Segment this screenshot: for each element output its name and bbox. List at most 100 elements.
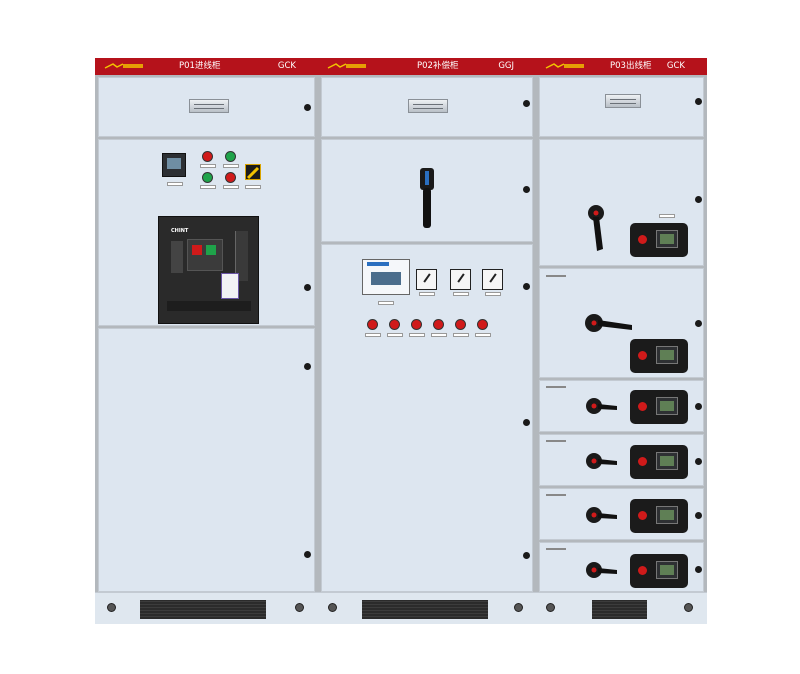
breaker-controller	[171, 241, 183, 273]
screw-icon	[684, 603, 693, 612]
door-outgoing-4[interactable]	[539, 434, 704, 486]
warning-sign-icon	[245, 164, 261, 180]
door-knob-icon[interactable]	[695, 458, 702, 465]
indicator-lamp-icon	[226, 152, 235, 161]
lamp-tag	[453, 333, 469, 337]
unit-label	[546, 494, 566, 496]
unit-label	[546, 386, 566, 388]
brand-logo-icon	[104, 63, 143, 69]
motor-protector	[630, 445, 688, 479]
door-compensation[interactable]	[321, 244, 533, 592]
close-button[interactable]	[206, 245, 216, 255]
door-knob-icon[interactable]	[523, 283, 530, 290]
breaker-rails	[235, 231, 248, 281]
indicator-lamp-icon	[434, 320, 443, 329]
motor-protector	[630, 390, 688, 424]
rotary-handle-icon[interactable]	[584, 395, 618, 417]
screw-icon	[107, 603, 116, 612]
panel-p03: P03出线柜 GCK	[536, 58, 707, 624]
indicator-lamp-icon	[203, 173, 212, 182]
screw-icon	[546, 603, 555, 612]
door-knob-icon[interactable]	[304, 104, 311, 111]
plinth	[95, 592, 318, 624]
nameplate	[189, 99, 229, 113]
panel-header: P03出线柜 GCK	[536, 58, 707, 75]
door-outgoing-2[interactable]	[539, 268, 704, 378]
door-knob-icon[interactable]	[523, 100, 530, 107]
door-knob-icon[interactable]	[523, 186, 530, 193]
unit-label	[546, 548, 566, 550]
controller-tag	[378, 301, 394, 305]
door-outgoing-5[interactable]	[539, 488, 704, 540]
trip-button[interactable]	[192, 245, 202, 255]
motor-protector	[630, 499, 688, 533]
door-top[interactable]	[98, 77, 315, 137]
power-meter	[162, 153, 186, 177]
door-knob-icon[interactable]	[695, 512, 702, 519]
vent-grille	[140, 600, 266, 619]
door-outgoing-1[interactable]	[539, 139, 704, 266]
door-knob-icon[interactable]	[304, 551, 311, 558]
rotary-handle-icon[interactable]	[584, 559, 618, 581]
brand-logo-icon	[545, 63, 584, 69]
breaker-tag	[221, 273, 239, 299]
panel-header: P02补偿柜 GGJ	[318, 58, 536, 75]
screw-icon	[514, 603, 523, 612]
lamp-tag	[200, 164, 216, 168]
door-knob-icon[interactable]	[523, 552, 530, 559]
meter-tag	[167, 182, 183, 186]
vent-grille	[592, 600, 647, 619]
door-knob-icon[interactable]	[304, 363, 311, 370]
indicator-lamp-icon	[368, 320, 377, 329]
unit-tag	[659, 214, 675, 218]
meter-tag	[485, 292, 501, 296]
reactive-controller	[362, 259, 410, 295]
nameplate	[408, 99, 448, 113]
lamp-tag	[223, 164, 239, 168]
door-knob-icon[interactable]	[695, 98, 702, 105]
vent-grille	[362, 600, 488, 619]
air-circuit-breaker: CHINT	[158, 216, 259, 324]
indicator-lamp-icon	[456, 320, 465, 329]
lamp-tag	[475, 333, 491, 337]
panel-title: P03出线柜	[610, 61, 652, 71]
plinth	[536, 592, 707, 624]
motor-protector	[630, 339, 688, 373]
panel-title: P02补偿柜	[417, 61, 459, 71]
door-bottom[interactable]	[98, 328, 315, 592]
indicator-lamp-icon	[203, 152, 212, 161]
lamp-tag	[409, 333, 425, 337]
breaker-base	[167, 301, 251, 311]
door-knob-icon[interactable]	[695, 196, 702, 203]
rotary-handle-icon[interactable]	[412, 168, 442, 236]
indicator-lamp-icon	[226, 173, 235, 182]
lamp-tag	[223, 185, 239, 189]
door-top[interactable]	[539, 77, 704, 137]
door-outgoing-6[interactable]	[539, 542, 704, 592]
door-top[interactable]	[321, 77, 533, 137]
rotary-handle-icon[interactable]	[584, 504, 618, 526]
door-knob-icon[interactable]	[695, 566, 702, 573]
door-knob-icon[interactable]	[695, 403, 702, 410]
lamp-tag	[387, 333, 403, 337]
nameplate	[605, 94, 641, 108]
rotary-handle-icon[interactable]	[584, 203, 610, 253]
door-knob-icon[interactable]	[304, 284, 311, 291]
rotary-handle-icon[interactable]	[584, 311, 634, 335]
lamp-tag	[200, 185, 216, 189]
door-breaker[interactable]: CHINT	[98, 139, 315, 326]
lamp-tag	[365, 333, 381, 337]
meter-tag	[453, 292, 469, 296]
rotary-handle-icon[interactable]	[584, 450, 618, 472]
door-knob-icon[interactable]	[523, 419, 530, 426]
door-knob-icon[interactable]	[695, 320, 702, 327]
panel-p02: P02补偿柜 GGJ	[318, 58, 536, 624]
door-outgoing-3[interactable]	[539, 380, 704, 432]
ammeter	[416, 269, 437, 290]
door-switch[interactable]	[321, 139, 533, 242]
indicator-lamp-icon	[478, 320, 487, 329]
sign-tag	[245, 185, 261, 189]
panel-code: GCK	[666, 61, 685, 71]
panel-code: GCK	[277, 61, 296, 71]
indicator-lamp-icon	[412, 320, 421, 329]
